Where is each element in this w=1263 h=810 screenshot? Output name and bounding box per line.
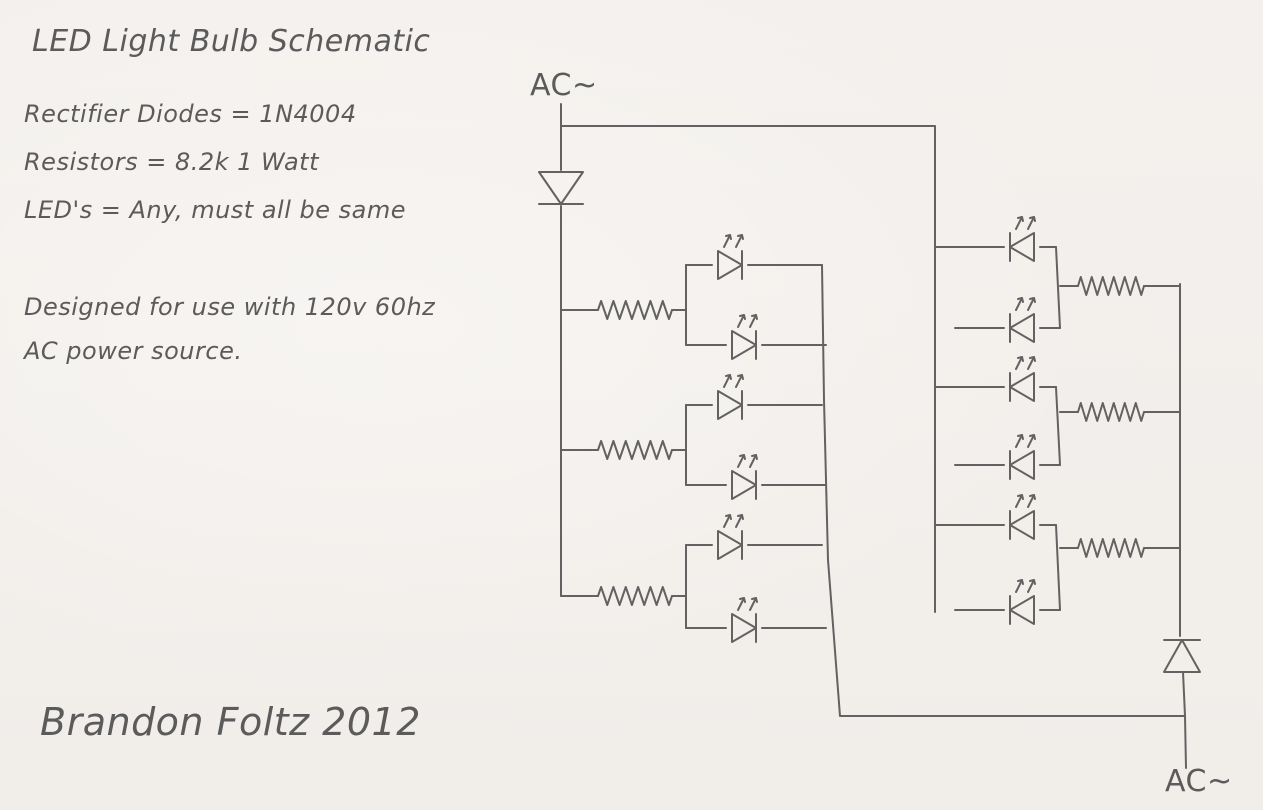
wire — [560, 125, 936, 613]
led — [1009, 434, 1036, 480]
wire — [821, 264, 1186, 717]
led — [717, 374, 744, 420]
note-leds: LED's = Any, must all be same — [24, 196, 406, 224]
led — [731, 314, 758, 360]
rectifier-diode — [538, 171, 584, 205]
resistor — [1077, 402, 1145, 422]
rectifier-diode — [1163, 639, 1201, 673]
note-designed-for: Designed for use with 120v 60hz — [24, 293, 436, 321]
led — [1009, 494, 1036, 540]
wire — [1182, 671, 1187, 769]
ac-input-label-top: AC~ — [530, 68, 598, 103]
note-rectifier-diodes: Rectifier Diodes = 1N4004 — [24, 100, 357, 128]
wires — [560, 103, 1187, 769]
led — [731, 597, 758, 643]
ac-input-label-bottom: AC~ — [1165, 764, 1233, 799]
schematic-title: LED Light Bulb Schematic — [32, 24, 431, 59]
wire — [1055, 524, 1061, 611]
resistor — [1077, 276, 1145, 296]
wire — [1055, 386, 1061, 466]
resistor — [597, 440, 673, 460]
author-signature: Brandon Foltz 2012 — [40, 700, 421, 744]
note-power-source: AC power source. — [24, 337, 243, 365]
led — [731, 454, 758, 500]
led — [1009, 297, 1036, 343]
led — [1009, 216, 1036, 262]
note-resistors: Resistors = 8.2k 1 Watt — [24, 148, 319, 176]
resistor — [597, 300, 673, 320]
resistor — [1077, 538, 1145, 558]
wire — [1055, 246, 1061, 329]
led — [717, 234, 744, 280]
led — [1009, 356, 1036, 402]
resistor — [597, 586, 673, 606]
components — [538, 171, 1201, 673]
led — [1009, 579, 1036, 625]
led — [717, 514, 744, 560]
